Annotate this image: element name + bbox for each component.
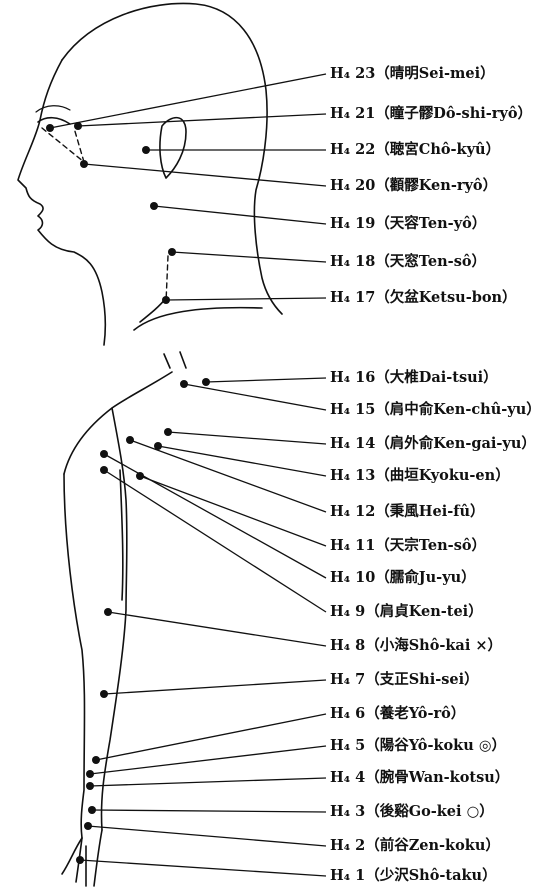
point-dot — [162, 296, 170, 304]
neck-back — [180, 352, 186, 368]
point-label: H₄ 20（顴髎Ken-ryô） — [330, 176, 497, 194]
leader-line — [104, 470, 326, 612]
point-label: H₄ 7（支正Shi-sei） — [330, 670, 479, 688]
point-dot — [92, 756, 100, 764]
point-label: H₄ 3（後谿Go-kei ○） — [330, 802, 494, 820]
leader-line — [168, 432, 326, 444]
point-label: H₄ 22（聴宮Chô-kyû） — [330, 140, 500, 158]
leader-line — [166, 298, 326, 300]
brow — [36, 106, 70, 112]
point-dot — [86, 782, 94, 790]
fingers — [94, 830, 102, 886]
point-dot — [142, 146, 150, 154]
point-dot — [100, 466, 108, 474]
point-label: H₄ 10（臑俞Ju-yu） — [330, 568, 476, 586]
ear — [160, 118, 186, 178]
point-label: H₄ 19（天容Ten-yô） — [330, 214, 486, 232]
point-label: H₄ 4（腕骨Wan-kotsu） — [330, 768, 509, 786]
point-label: H₄ 18（天窓Ten-sô） — [330, 252, 486, 270]
leader-line — [130, 440, 326, 512]
point-label: H₄ 2（前谷Zen-koku） — [330, 836, 500, 854]
point-dot — [100, 450, 108, 458]
point-label: H₄ 17（欠盆Ketsu-bon） — [330, 288, 517, 306]
point-dot — [86, 770, 94, 778]
point-label: H₄ 23（晴明Sei-mei） — [330, 64, 495, 82]
point-label: H₄ 14（肩外俞Ken-gai-yu） — [330, 434, 536, 452]
neck-front-lower — [164, 354, 170, 368]
leader-line — [90, 778, 326, 786]
point-dot — [180, 380, 188, 388]
point-dot — [84, 822, 92, 830]
neck-front — [140, 298, 166, 322]
point-label: H₄ 1（少沢Shô-taku） — [330, 866, 497, 884]
point-label: H₄ 11（天宗Ten-sô） — [330, 536, 486, 554]
point-label: H₄ 13（曲垣Kyoku-en） — [330, 466, 510, 484]
leader-line — [206, 378, 326, 382]
point-dot — [136, 472, 144, 480]
leader-line — [50, 74, 326, 128]
point-dot — [154, 442, 162, 450]
point-dot — [80, 160, 88, 168]
point-dot — [88, 806, 96, 814]
leader-line — [104, 454, 326, 578]
point-dot — [74, 122, 82, 130]
face-profile — [18, 60, 105, 345]
leader-line — [90, 746, 326, 774]
leader-line — [92, 810, 326, 812]
back-contour — [120, 470, 123, 600]
leader-line — [158, 446, 326, 476]
point-label: H₄ 5（陽谷Yô-koku ◎） — [330, 736, 506, 754]
leader-line — [80, 860, 326, 876]
point-dot — [46, 124, 54, 132]
point-label: H₄ 15（肩中俞Ken-chû-yu） — [330, 400, 541, 418]
leader-line — [84, 164, 326, 186]
point-label: H₄ 16（大椎Dai-tsui） — [330, 368, 498, 386]
point-dot — [168, 248, 176, 256]
point-dot — [202, 378, 210, 386]
point-label: H₄ 8（小海Shô-kai ×） — [330, 636, 502, 654]
leader-line — [96, 714, 326, 760]
leader-line — [88, 826, 326, 846]
arm-back — [64, 474, 85, 838]
leader-line — [184, 384, 326, 410]
point-dot — [76, 856, 84, 864]
leader-line — [104, 680, 326, 694]
point-dot — [104, 608, 112, 616]
shoulder-top — [64, 372, 172, 474]
leader-line — [154, 206, 326, 224]
leader-line — [172, 252, 326, 262]
point-label: H₄ 12（秉風Hei-fû） — [330, 502, 485, 520]
point-label: H₄ 9（肩貞Ken-tei） — [330, 602, 483, 620]
point-dot — [100, 690, 108, 698]
eye — [38, 118, 70, 124]
leader-line — [108, 612, 326, 646]
head-outline — [62, 3, 282, 314]
point-dot — [126, 436, 134, 444]
point-dot — [150, 202, 158, 210]
point-label: H₄ 21（瞳子髎Dô-shi-ryô） — [330, 104, 532, 122]
point-dot — [164, 428, 172, 436]
point-label: H₄ 6（養老Yô-rô） — [330, 704, 465, 722]
